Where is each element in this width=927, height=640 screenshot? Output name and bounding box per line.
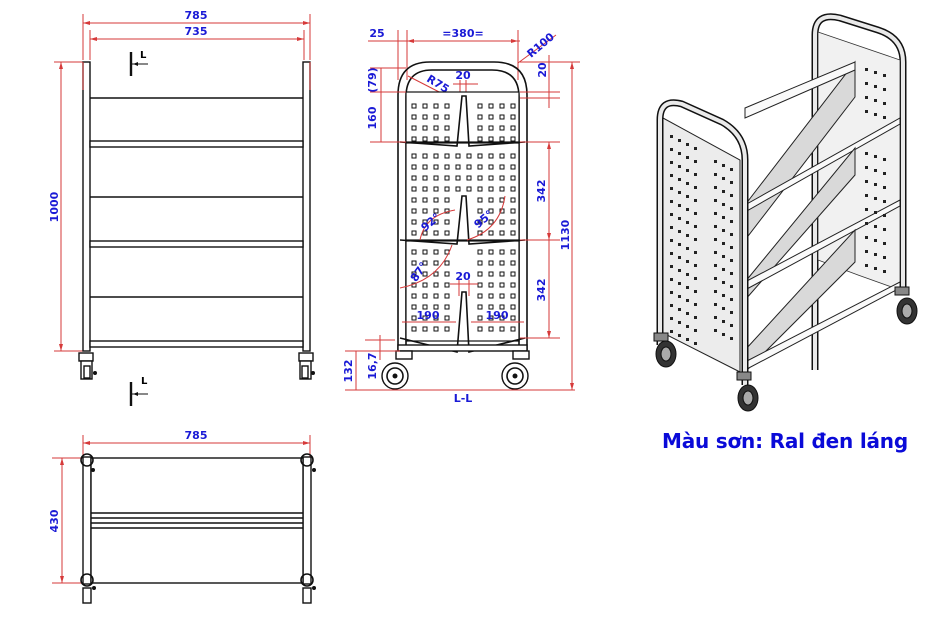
front-height-label: 1000 <box>48 191 61 222</box>
section-caster-right <box>501 350 530 390</box>
section-mark-top: L <box>129 50 148 76</box>
top-caster-bl <box>80 573 96 604</box>
isometric-view <box>653 13 918 412</box>
section-mark-bottom-label: L <box>141 376 148 387</box>
top-view-width-label: 785 <box>185 429 208 442</box>
top-divider-width-label: 20 <box>455 69 471 82</box>
paint-color-note: Màu sơn: Ral đen láng <box>662 429 908 453</box>
section-view-l-l: 25 =380= R100 R75 20 92° 95° 87° <box>342 27 580 405</box>
iso-caster-fl <box>653 332 677 368</box>
front-caster-left <box>78 352 97 380</box>
bottom-divider-width-label: 20 <box>455 270 471 283</box>
perforation-pattern <box>411 103 516 332</box>
caster-offset-label: 16,7 <box>366 352 379 379</box>
section-caster-left <box>381 350 413 390</box>
top-view-depth-label: 430 <box>48 509 61 532</box>
front-caster-right <box>298 352 315 380</box>
section-mark-top-label: L <box>140 50 147 61</box>
front-view: 785 735 1000 <box>48 9 315 406</box>
tube-offset-label: 25 <box>369 27 384 40</box>
top-panel-label: 160 <box>366 106 379 129</box>
tier-height-1-label: 342 <box>535 180 548 203</box>
top-view: 785 430 <box>48 429 316 604</box>
top-caster-tr <box>300 453 316 472</box>
section-mark-bottom: L <box>129 376 148 406</box>
section-inner-width-label: =380= <box>442 27 483 40</box>
front-inner-width-label: 735 <box>185 25 208 38</box>
section-label: L-L <box>454 392 473 405</box>
shelf-width-left-label: 190 <box>417 309 440 322</box>
shelf-width-right-label: 190 <box>486 309 509 322</box>
iso-perforation <box>670 68 886 345</box>
top-caster-br <box>300 573 316 604</box>
top-height-label: (79) <box>366 67 379 92</box>
tier-height-2-label: 342 <box>535 279 548 302</box>
iso-caster-fr <box>736 371 759 412</box>
outer-radius-label: R100 <box>525 30 558 60</box>
base-height-label: 132 <box>342 360 355 383</box>
iso-caster-br <box>894 286 918 325</box>
top-offset-label: 20 <box>536 62 549 78</box>
top-caster-tl <box>80 453 95 472</box>
overall-height-label: 1130 <box>559 219 572 250</box>
front-overall-width-label: 785 <box>185 9 208 22</box>
